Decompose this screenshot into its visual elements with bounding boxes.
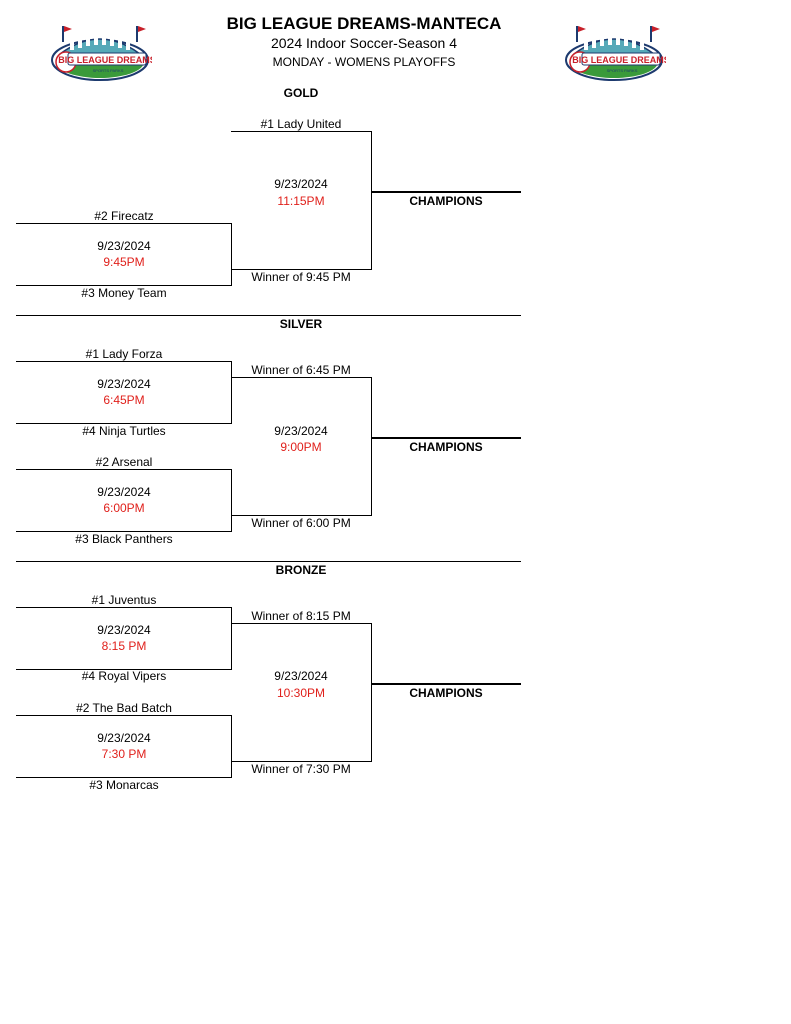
silver-game2-time: 6:00PM [103, 501, 145, 515]
bronze-heading: BRONZE [275, 563, 327, 577]
bronze-game2-time: 7:30 PM [101, 747, 147, 761]
gold-champions-label: CHAMPIONS [409, 194, 483, 208]
silver-winner-top: Winner of 6:45 PM [251, 363, 351, 377]
silver-game2-date: 9/23/2024 [97, 485, 151, 499]
gold-seed-2-line [16, 223, 232, 224]
gold-seed-2: #2 Firecatz [94, 209, 154, 223]
silver-champions-line [371, 437, 521, 439]
bronze-final-date: 9/23/2024 [274, 669, 328, 683]
bronze-winner-top-line [231, 623, 371, 624]
bronze-winner-top: Winner of 8:15 PM [251, 609, 351, 623]
silver-seed-4: #4 Ninja Turtles [82, 424, 166, 438]
bronze-game1-connector [231, 607, 232, 669]
bronze-game1-time: 8:15 PM [101, 639, 147, 653]
silver-heading: SILVER [279, 317, 323, 331]
bronze-final-connector [371, 623, 372, 762]
bronze-game1-date: 9/23/2024 [97, 623, 151, 637]
bronze-seed-1-line [16, 607, 232, 608]
bronze-seed-2-line [16, 715, 232, 716]
gold-final-connector [371, 131, 372, 270]
section-divider-gold-silver [16, 315, 521, 316]
big-league-dreams-logo-left: BIG LEAGUE DREAMS SPORTS PARKS [51, 26, 152, 81]
logo-tagline: SPORTS PARKS [93, 68, 124, 73]
gold-champions-line [371, 191, 521, 193]
bronze-winner-bottom: Winner of 7:30 PM [251, 762, 351, 776]
logo-wordmark: BIG LEAGUE DREAMS [58, 55, 152, 65]
bronze-seed-3-line [16, 777, 232, 778]
bronze-seed-4: #4 Royal Vipers [81, 669, 167, 683]
gold-winner-line [231, 269, 371, 270]
gold-semi-date: 9/23/2024 [97, 239, 151, 253]
silver-winner-top-line [231, 377, 371, 378]
silver-winner-bottom: Winner of 6:00 PM [251, 516, 351, 530]
gold-semi-time: 9:45PM [103, 255, 145, 269]
gold-final-time: 11:15PM [277, 194, 325, 208]
big-league-dreams-logo-right: BIG LEAGUE DREAMS SPORTS PARKS [565, 26, 666, 81]
division-label: MONDAY - WOMENS PLAYOFFS [272, 55, 456, 69]
gold-seed-1-line [231, 131, 371, 132]
bronze-champions-label: CHAMPIONS [409, 686, 483, 700]
section-divider-silver-bronze [16, 561, 521, 562]
bronze-seed-2: #2 The Bad Batch [76, 701, 172, 715]
silver-game1-date: 9/23/2024 [97, 377, 151, 391]
gold-final-date: 9/23/2024 [274, 177, 328, 191]
gold-heading: GOLD [283, 86, 319, 100]
silver-seed-2-line [16, 469, 232, 470]
silver-seed-2: #2 Arsenal [95, 455, 153, 469]
silver-game1-time: 6:45PM [103, 393, 145, 407]
silver-seed-1-line [16, 361, 232, 362]
gold-winner-label: Winner of 9:45 PM [251, 270, 351, 284]
bronze-seed-4-line [16, 669, 232, 670]
bronze-seed-1: #1 Juventus [91, 593, 157, 607]
page-subtitle: 2024 Indoor Soccer-Season 4 [270, 35, 457, 51]
bronze-champions-line [371, 683, 521, 685]
logo-tagline: SPORTS PARKS [607, 68, 638, 73]
silver-winner-bottom-line [231, 515, 371, 516]
page-title: BIG LEAGUE DREAMS-MANTECA [226, 14, 502, 33]
gold-seed-1: #1 Lady United [260, 117, 342, 131]
silver-champions-label: CHAMPIONS [409, 440, 483, 454]
silver-seed-4-line [16, 423, 232, 424]
bronze-game2-connector [231, 715, 232, 777]
gold-seed-3: #3 Money Team [81, 286, 167, 300]
bronze-winner-bottom-line [231, 761, 371, 762]
gold-semi-connector [231, 223, 232, 285]
bronze-seed-3: #3 Monarcas [89, 778, 159, 792]
silver-final-connector [371, 377, 372, 516]
silver-game1-connector [231, 361, 232, 423]
logo-wordmark: BIG LEAGUE DREAMS [572, 55, 666, 65]
silver-seed-3: #3 Black Panthers [75, 532, 173, 546]
silver-seed-1: #1 Lady Forza [85, 347, 163, 361]
silver-game2-connector [231, 469, 232, 531]
silver-seed-3-line [16, 531, 232, 532]
gold-seed-3-line [16, 285, 232, 286]
bronze-game2-date: 9/23/2024 [97, 731, 151, 745]
silver-final-time: 9:00PM [280, 440, 322, 454]
bronze-final-time: 10:30PM [276, 686, 326, 700]
silver-final-date: 9/23/2024 [274, 424, 328, 438]
